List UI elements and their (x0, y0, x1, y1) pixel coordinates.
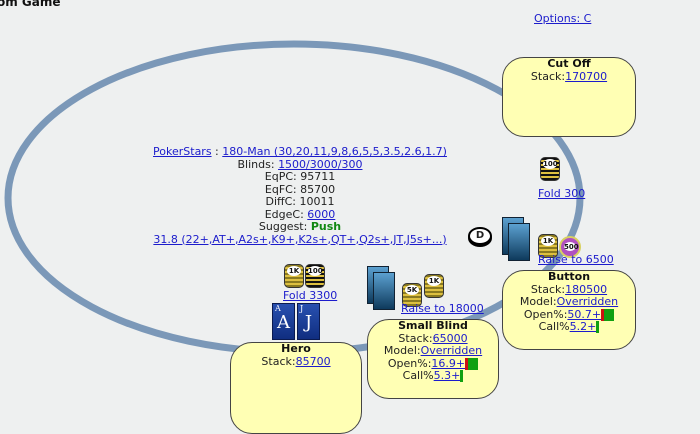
seat-name: Hero (281, 342, 311, 355)
button-action-link[interactable]: Raise to 6500 (538, 253, 614, 266)
open-bar-red (465, 357, 469, 370)
call-bar (596, 321, 600, 333)
stack-label: Stack: (530, 282, 566, 296)
model-link[interactable]: Overridden (420, 344, 483, 357)
separator: : (211, 145, 223, 158)
dealer-button-icon: D (468, 227, 492, 245)
suggest-value: Push (310, 220, 342, 233)
open-link[interactable]: 50.7+ (567, 307, 602, 321)
hero-action-link[interactable]: Fold 3300 (283, 289, 338, 302)
open-label: Open%: (523, 307, 568, 321)
stack-link[interactable]: 170700 (565, 69, 608, 83)
site-link[interactable]: PokerStars (153, 145, 212, 158)
edgec-label: EdgeC: (264, 207, 308, 221)
diffc-value: 10011 (299, 195, 335, 208)
options-link[interactable]: Options: C (534, 12, 592, 25)
range-link[interactable]: 31.8 (22+,AT+,A2s+,K9+,K2s+,QT+,Q2s+,JT,… (153, 232, 447, 246)
eqpc-value: 95711 (300, 170, 336, 183)
chip-1k-icon: 1K (424, 274, 444, 298)
tournament-info: PokerStars : 180-Man (30,20,11,9,8,6,5,5… (140, 145, 460, 246)
seat-hero: Hero Stack:85700 (230, 342, 362, 434)
seat-cutoff: Cut Off Stack:170700 (502, 57, 636, 137)
stack-label: Stack: (398, 331, 433, 345)
chip-5k-icon: 5K (402, 283, 422, 307)
eqfc-value: 85700 (300, 182, 336, 196)
stack-link[interactable]: 180500 (565, 282, 608, 296)
call-link[interactable]: 5.3+ (433, 369, 461, 382)
card-back-icon (373, 272, 395, 310)
window-title: om Game (0, 0, 61, 9)
edgec-link[interactable]: 6000 (307, 207, 336, 221)
eqpc-label: EqPC: (264, 170, 301, 183)
call-link[interactable]: 5.2+ (569, 320, 597, 333)
call-label: Call% (538, 320, 570, 333)
small-blind-action-link[interactable]: Raise to 18000 (401, 302, 484, 315)
stack-link[interactable]: 85700 (295, 354, 331, 368)
stack-label: Stack: (530, 69, 566, 83)
chip-1k-icon: 1K (284, 264, 304, 288)
seat-button: Button Stack:180500 Model:Overridden Ope… (502, 270, 636, 350)
chip-1k-icon: 1K (538, 234, 558, 258)
seat-name: Small Blind (398, 319, 468, 332)
suggest-label: Suggest: (258, 220, 311, 233)
model-label: Model: (519, 295, 557, 308)
eqfc-label: EqFC: (264, 182, 301, 196)
structure-link[interactable]: 180-Man (30,20,11,9,8,6,5,5,3.5,2.6,1.7) (222, 145, 447, 158)
seat-name: Button (547, 270, 591, 283)
blinds-label: Blinds: (237, 157, 279, 171)
open-bar-green (604, 308, 615, 321)
chip-100-icon: 100 (305, 264, 325, 288)
cutoff-action-link[interactable]: Fold 300 (538, 187, 586, 200)
stack-link[interactable]: 65000 (432, 331, 468, 345)
model-link[interactable]: Overridden (556, 295, 619, 308)
open-link[interactable]: 16.9+ (431, 356, 466, 370)
call-label: Call% (402, 369, 434, 382)
open-bar-green (468, 357, 479, 370)
chip-100-icon: 100 (540, 157, 560, 181)
chip-500-icon: 500 (559, 236, 581, 258)
seat-small-blind: Small Blind Stack:65000 Model:Overridden… (367, 319, 499, 399)
model-label: Model: (383, 344, 421, 357)
diffc-label: DiffC: (265, 195, 300, 208)
card-back-icon (508, 223, 530, 261)
open-label: Open%: (387, 356, 432, 370)
seat-name: Cut Off (547, 57, 591, 70)
open-bar-red (601, 308, 605, 321)
call-bar (460, 370, 464, 382)
blinds-link[interactable]: 1500/3000/300 (278, 157, 363, 171)
stack-label: Stack: (261, 354, 296, 368)
